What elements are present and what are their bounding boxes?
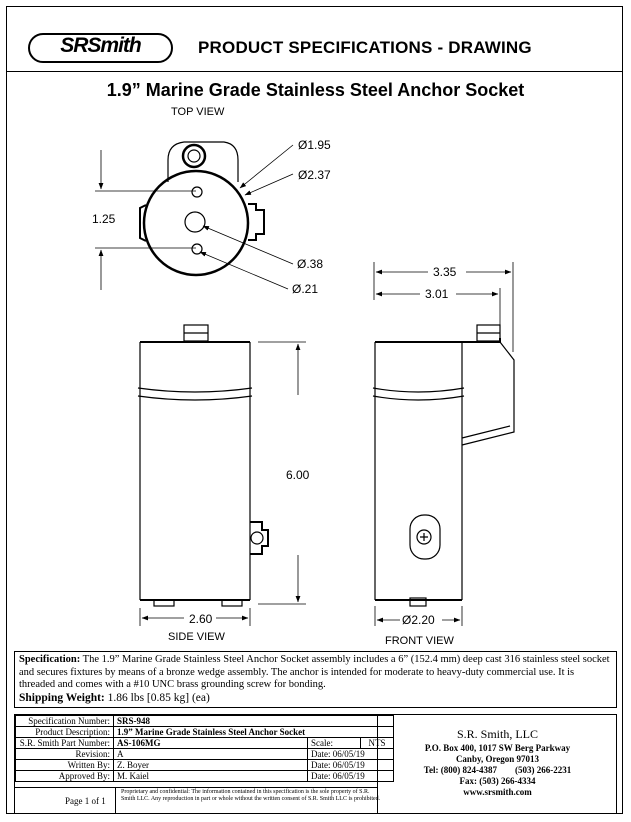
technical-drawing	[95, 141, 515, 626]
table-row: Product Description: 1.9” Marine Grade S…	[15, 726, 394, 738]
title-block: Specification Number: SRS-948 Product De…	[14, 714, 617, 814]
table-row: Written By: Z. Boyer Date: 06/05/19	[15, 759, 394, 771]
company-name: S.R. Smith, LLC	[456, 727, 539, 741]
front-view-figure	[372, 324, 515, 607]
dim-diameter-2-20: Ø2.20	[402, 613, 435, 627]
dim-diameter-1-95: Ø1.95	[298, 138, 331, 152]
spec-label: Specification:	[19, 654, 81, 665]
title-block-table: Specification Number: SRS-948 Product De…	[15, 715, 394, 782]
dim-diameter-0-38: Ø.38	[297, 257, 324, 271]
specification-box: Specification: The 1.9” Marine Grade Sta…	[14, 651, 617, 708]
page-number: Page 1 of 1	[65, 796, 106, 806]
header-title: PRODUCT SPECIFICATIONS - DRAWING	[198, 38, 532, 57]
header: SRSmith PRODUCT SPECIFICATIONS - DRAWING	[6, 6, 623, 72]
confidential-notice: Proprietary and confidential: The inform…	[121, 789, 381, 802]
company-website[interactable]: www.srsmith.com	[463, 787, 532, 797]
side-view-figure	[137, 324, 269, 607]
top-view-label: TOP VIEW	[171, 106, 225, 118]
company-address-2: Canby, Oregon 97013	[455, 754, 540, 764]
company-info: S.R. Smith, LLC P.O. Box 400, 1017 SW Be…	[377, 715, 617, 813]
drawing-title: 1.9” Marine Grade Stainless Steel Anchor…	[106, 80, 525, 100]
dim-width-3-01: 3.01	[425, 287, 449, 301]
top-view-figure	[139, 141, 265, 277]
table-row: S.R. Smith Part Number: AS-106MG Scale: …	[15, 737, 394, 749]
dim-diameter-0-21: Ø.21	[292, 282, 319, 296]
dim-diameter-2-37: Ø2.37	[298, 168, 331, 182]
front-view-label: FRONT VIEW	[385, 635, 454, 647]
company-address-1: P.O. Box 400, 1017 SW Berg Parkway	[424, 743, 571, 753]
dim-width-2-60: 2.60	[189, 612, 213, 626]
side-view-label: SIDE VIEW	[168, 631, 225, 643]
dim-width-3-35: 3.35	[433, 265, 457, 279]
company-fax: Fax: (503) 266-4334	[459, 776, 536, 786]
shipping-weight-label: Shipping Weight:	[19, 691, 105, 704]
dim-height-6-00: 6.00	[286, 468, 310, 482]
shipping-weight-value: 1.86 lbs [0.85 kg] (ea)	[104, 691, 210, 704]
company-tel: Tel: (800) 824-4387 (503) 266-2231	[423, 765, 572, 775]
table-row: Specification Number: SRS-948	[15, 715, 394, 727]
spec-text: The 1.9” Marine Grade Stainless Steel An…	[19, 654, 610, 690]
dim-height-1-25: 1.25	[92, 212, 116, 226]
company-logo: SRSmith	[28, 33, 173, 63]
table-row: Approved By: M. Kaiel Date: 06/05/19	[15, 770, 394, 782]
table-row: Revision: A Date: 06/05/19	[15, 748, 394, 760]
